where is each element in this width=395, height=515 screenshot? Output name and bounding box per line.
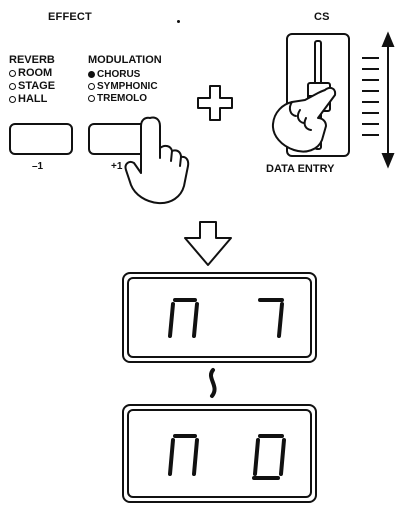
plus-one-label: +1	[111, 161, 123, 172]
led-indicator-symphonic	[88, 83, 95, 90]
reverb-options: ROOM STAGE HALL	[9, 67, 55, 106]
led-indicator-stage	[9, 83, 16, 90]
cs-heading: CS	[314, 11, 330, 23]
minus-one-label: –1	[32, 161, 44, 172]
reverb-option-room: ROOM	[9, 67, 55, 80]
modulation-option-tremolo: TREMOLO	[88, 93, 158, 105]
lcd-screen-1	[127, 277, 312, 358]
led-indicator-chorus	[88, 71, 95, 78]
lcd-display-1	[122, 272, 317, 363]
modulation-option-chorus: CHORUS	[88, 69, 158, 81]
led-indicator-room	[9, 70, 16, 77]
reverb-option-hall: HALL	[9, 93, 55, 106]
reverb-button[interactable]	[9, 123, 73, 155]
reverb-title: REVERB	[9, 54, 55, 66]
led-indicator-hall	[9, 96, 16, 103]
data-entry-label: DATA ENTRY	[266, 163, 335, 175]
lcd-screen-2	[127, 409, 312, 498]
led-indicator-tremolo	[88, 95, 95, 102]
lcd-display-2	[122, 404, 317, 503]
modulation-title: MODULATION	[88, 54, 162, 66]
modulation-option-symphonic: SYMPHONIC	[88, 81, 158, 93]
reverb-option-stage: STAGE	[9, 80, 55, 93]
modulation-options: CHORUS SYMPHONIC TREMOLO	[88, 69, 158, 105]
dot-marker	[177, 20, 180, 23]
effect-heading: EFFECT	[48, 11, 92, 23]
